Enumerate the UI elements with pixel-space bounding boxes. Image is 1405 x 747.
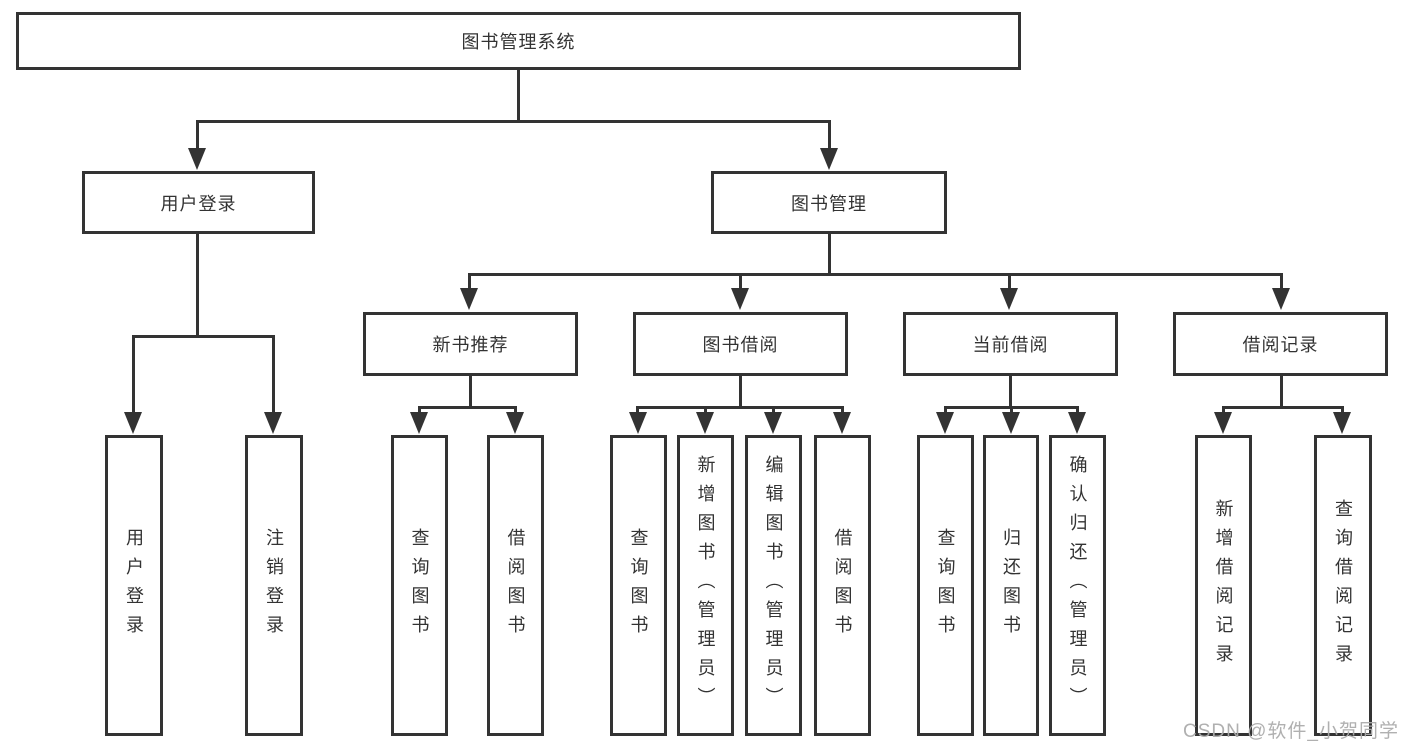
connector-line [828, 120, 831, 152]
connector-line [1008, 273, 1011, 291]
node-label: 图书借阅 [702, 335, 779, 355]
arrow-down [124, 412, 142, 434]
connector-line [1222, 406, 1344, 409]
connector-line [1010, 406, 1013, 415]
arrow-down [936, 412, 954, 434]
connector-line [196, 120, 199, 152]
connector-line [132, 335, 275, 338]
arrow-down [506, 412, 524, 434]
node-new-book-recommend: 新书推荐 [363, 312, 578, 376]
connector-line [1280, 273, 1283, 291]
connector-line [636, 406, 844, 409]
connector-line [1076, 406, 1079, 415]
arrow-down [696, 412, 714, 434]
connector-line [418, 406, 517, 409]
connector-line [514, 406, 517, 415]
connector-line [841, 406, 844, 415]
leaf-recommend-borrow-books: 借阅图书 [487, 435, 544, 736]
arrow-down [188, 148, 206, 170]
connector-line [636, 406, 639, 415]
leaf-borrow-add-books-admin: 新增图书（管理员） [677, 435, 734, 736]
leaf-current-confirm-return-admin: 确认归还（管理员） [1049, 435, 1106, 736]
arrow-down [833, 412, 851, 434]
connector-line [132, 335, 135, 416]
node-label: 新增图书（管理员） [695, 455, 716, 716]
node-book-management-system: 图书管理系统 [16, 12, 1021, 70]
node-label: 确认归还（管理员） [1067, 455, 1088, 716]
arrow-down [264, 412, 282, 434]
arrow-down [629, 412, 647, 434]
arrow-down [1333, 412, 1351, 434]
connector-line [196, 233, 199, 338]
arrow-down [460, 288, 478, 310]
connector-line [469, 375, 472, 408]
connector-line [468, 273, 1283, 276]
connector-line [196, 120, 831, 123]
node-label: 归还图书 [1001, 527, 1021, 644]
connector-line [944, 406, 947, 415]
arrow-down [1214, 412, 1232, 434]
node-label: 编辑图书（管理员） [763, 455, 784, 716]
connector-line [272, 335, 275, 416]
leaf-borrow-borrow-books: 借阅图书 [814, 435, 871, 736]
node-label: 用户登录 [160, 193, 237, 214]
node-current-borrow: 当前借阅 [903, 312, 1118, 376]
node-label: 借阅图书 [505, 527, 526, 644]
node-label: 用户登录 [124, 527, 144, 644]
connector-line [772, 406, 775, 415]
connector-line [1222, 406, 1225, 415]
node-label: 注销登录 [264, 527, 284, 644]
node-borrow-records: 借阅记录 [1173, 312, 1388, 376]
arrow-down [764, 412, 782, 434]
connector-line [1341, 406, 1344, 415]
arrow-down [1272, 288, 1290, 310]
leaf-borrow-query-books: 查询图书 [610, 435, 667, 736]
connector-line [828, 233, 831, 276]
connector-line [739, 273, 742, 291]
arrow-down [731, 288, 749, 310]
leaf-borrow-edit-books-admin: 编辑图书（管理员） [745, 435, 802, 736]
connector-line [1009, 375, 1012, 408]
node-label: 新书推荐 [432, 335, 509, 355]
node-label: 查询图书 [935, 527, 956, 644]
node-label: 图书管理 [791, 193, 867, 214]
connector-line [739, 375, 742, 408]
leaf-current-return-books: 归还图书 [983, 435, 1039, 736]
node-label: 查询借阅记录 [1333, 498, 1353, 673]
node-label: 借阅图书 [832, 527, 853, 644]
node-label: 借阅记录 [1242, 335, 1319, 355]
csdn-watermark: CSDN @软件_小贺同学 [1183, 721, 1399, 742]
leaf-user-login: 用户登录 [105, 435, 163, 736]
node-label: 查询图书 [628, 527, 649, 644]
arrow-down [1068, 412, 1086, 434]
connector-line [704, 406, 707, 415]
leaf-records-add-record: 新增借阅记录 [1195, 435, 1252, 736]
node-book-management: 图书管理 [711, 171, 947, 234]
connector-line [468, 273, 471, 291]
leaf-logout: 注销登录 [245, 435, 303, 736]
node-book-borrow: 图书借阅 [633, 312, 848, 376]
leaf-recommend-query-books: 查询图书 [391, 435, 448, 736]
node-label: 查询图书 [409, 527, 430, 644]
node-label: 图书管理系统 [461, 32, 576, 52]
arrow-down [1000, 288, 1018, 310]
leaf-records-query-record: 查询借阅记录 [1314, 435, 1372, 736]
arrow-down [410, 412, 428, 434]
node-label: 当前借阅 [972, 335, 1049, 355]
node-user-login: 用户登录 [82, 171, 315, 234]
leaf-current-query-books: 查询图书 [917, 435, 974, 736]
connector-line [517, 69, 520, 121]
connector-line [1280, 375, 1283, 408]
connector-line [418, 406, 421, 415]
arrow-down [820, 148, 838, 170]
node-label: 新增借阅记录 [1213, 498, 1234, 673]
arrow-down [1002, 412, 1020, 434]
